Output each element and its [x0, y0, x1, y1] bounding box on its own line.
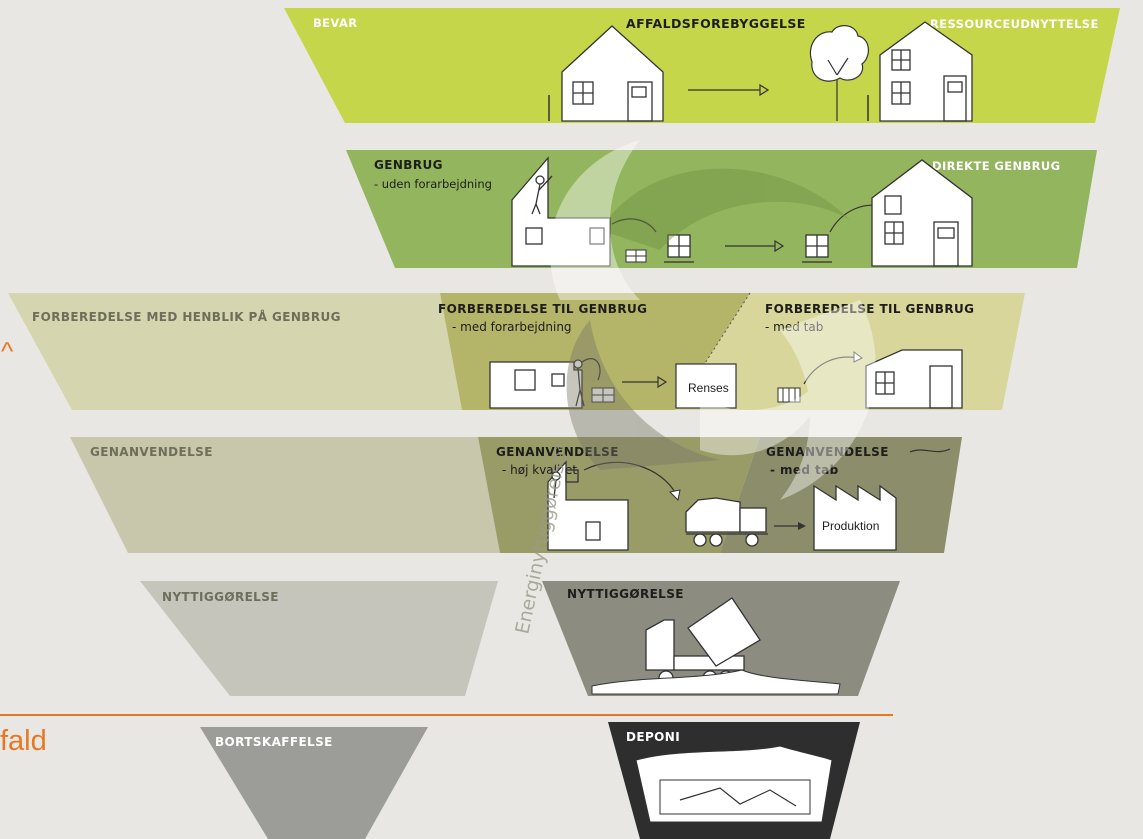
window-icon — [664, 234, 694, 263]
genanvendelse-right-sub: - med tab — [770, 463, 839, 477]
forberedelse-right-sub: - med tab — [765, 320, 823, 334]
genanvendelse-right-label: GENANVENDELSE — [766, 445, 889, 459]
person-icon — [573, 359, 585, 407]
renses-box — [675, 363, 737, 409]
genanvendelse-outer-label: GENANVENDELSE — [90, 445, 213, 459]
nyttiggorelse-inner-label: NYTTIGGØRELSE — [567, 587, 684, 601]
house-icon — [879, 21, 973, 122]
bevar-label: BEVAR — [313, 16, 358, 30]
house-icon — [865, 349, 963, 409]
truck-icon — [685, 497, 768, 547]
renses-label: Renses — [688, 381, 729, 395]
genbrug-sub: - uden forarbejdning — [374, 177, 492, 191]
recycle-swirl-icon — [549, 140, 876, 500]
forberedelse-mid-label: FORBEREDELSE TIL GENBRUG — [438, 302, 647, 316]
house-icon — [547, 460, 629, 551]
genanvendelse-outer-band — [70, 437, 500, 553]
side-text: fald — [0, 725, 47, 757]
level-forberedelse: FORBEREDELSE MED HENBLIK PÅ GENBRUG FORB… — [8, 292, 1025, 411]
person-icon — [531, 175, 553, 215]
side-arrow-text: ^ — [1, 336, 14, 366]
house-icon — [511, 156, 611, 267]
brick-pile-icon — [625, 249, 647, 263]
house-icon — [871, 159, 973, 267]
bortskaffelse-outer-band — [200, 727, 428, 839]
affaldsforebyggelse-label: AFFALDSFOREBYGGELSE — [626, 16, 806, 31]
tipper-truck-icon — [645, 597, 761, 686]
bortskaffelse-label: BORTSKAFFELSE — [215, 735, 333, 749]
person-icon — [551, 471, 561, 499]
level-genbrug: GENBRUG - uden forarbejdning DIREKTE GEN… — [346, 150, 1097, 268]
direkte-genbrug-label: DIREKTE GENBRUG — [932, 159, 1060, 173]
ressourceudnyttelse-label: RESSOURCEUDNYTTELSE — [930, 17, 1099, 31]
tree-icon — [809, 25, 869, 121]
level-nyttiggorelse: NYTTIGGØRELSE NYTTIGGØRELSE — [140, 581, 900, 696]
forberedelse-right-label: FORBEREDELSE TIL GENBRUG — [765, 302, 974, 316]
factory-icon — [813, 484, 897, 551]
level-bortskaffelse: BORTSKAFFELSE DEPONI — [200, 722, 860, 839]
brick-pile-icon — [591, 387, 615, 403]
window-icon — [802, 234, 832, 263]
deponi-label: DEPONI — [626, 730, 680, 744]
nyttiggorelse-outer-band — [140, 581, 498, 696]
genanvendelse-mid-label: GENANVENDELSE — [496, 445, 619, 459]
forberedelse-outer-band — [8, 293, 462, 410]
level-bevar: BEVAR AFFALDSFOREBYGGELSE RESSOURCEUDNYT… — [284, 8, 1120, 123]
house-icon — [561, 25, 664, 122]
landfill-icon — [591, 669, 841, 695]
nyttiggorelse-outer-label: NYTTIGGØRELSE — [162, 590, 279, 604]
forberedelse-mid-sub: - med forarbejdning — [452, 320, 572, 334]
genbrug-label: GENBRUG — [374, 158, 443, 172]
pallet-icon — [777, 387, 801, 403]
forberedelse-outer-label: FORBEREDELSE MED HENBLIK PÅ GENBRUG — [32, 309, 341, 324]
landfill-icon — [635, 745, 833, 823]
level-genanvendelse: GENANVENDELSE GENANVENDELSE - høj kvalit… — [70, 437, 962, 553]
produktion-label: Produktion — [822, 519, 879, 533]
